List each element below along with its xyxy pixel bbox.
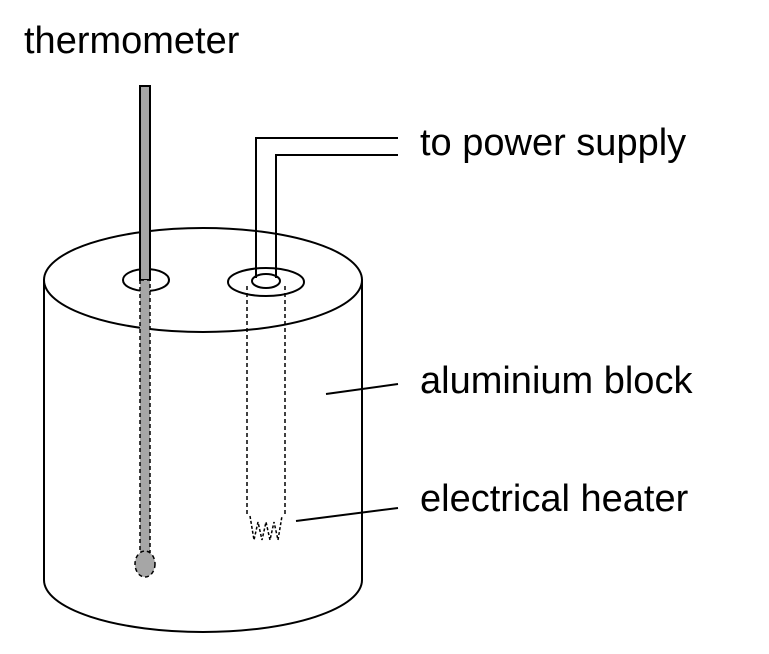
power-supply-label: to power supply bbox=[420, 122, 687, 164]
electrical-heater-leader bbox=[295, 507, 399, 522]
electrical-heater-label: electrical heater bbox=[420, 478, 689, 520]
aluminium-block-body bbox=[43, 279, 363, 633]
aluminium-block-label: aluminium block bbox=[420, 360, 693, 402]
thermometer-stem-hidden bbox=[139, 279, 151, 553]
heater-coil bbox=[249, 515, 283, 541]
thermometer-label: thermometer bbox=[24, 20, 240, 62]
power-wire-lower bbox=[275, 154, 398, 278]
power-wire-upper bbox=[255, 137, 398, 278]
thermometer-stem bbox=[139, 85, 151, 281]
aluminium-block-leader bbox=[325, 383, 399, 395]
heater-hole-inner bbox=[251, 273, 281, 289]
thermometer-bulb bbox=[134, 550, 156, 578]
aluminium-block-top bbox=[43, 227, 363, 333]
